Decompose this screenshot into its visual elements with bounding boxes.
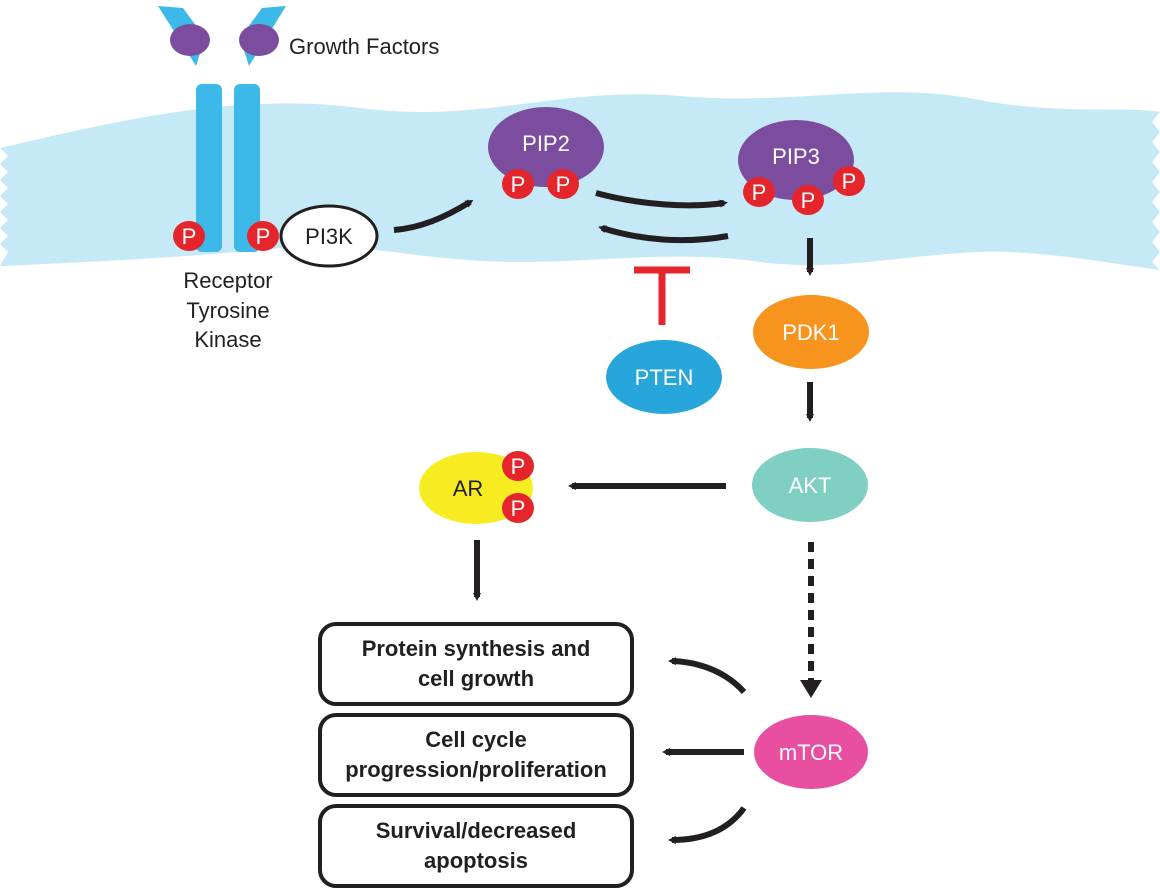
arrow-mtor-to-protein-synthesis [668, 657, 747, 695]
svg-text:PDK1: PDK1 [782, 320, 839, 345]
svg-text:P: P [511, 496, 526, 521]
pi3k-node: PI3K [279, 204, 379, 268]
receptor-phospho-right: P [247, 221, 279, 251]
mtor-node: mTOR [754, 715, 868, 789]
svg-text:AKT: AKT [789, 473, 832, 498]
receptor-label-line2: Tyrosine [186, 298, 269, 323]
pip3-phospho-3: P [833, 166, 865, 196]
svg-text:P: P [801, 188, 816, 213]
arrow-mtor-to-survival [668, 806, 747, 844]
svg-text:apoptosis: apoptosis [424, 848, 528, 873]
growth-factors-label: Growth Factors [289, 34, 439, 59]
growth-factor-left [170, 24, 210, 56]
svg-text:PTEN: PTEN [635, 365, 694, 390]
receptor-label-line1: Receptor [183, 268, 272, 293]
receptor-label-line3: Kinase [194, 327, 261, 352]
outcome-protein-synthesis: Protein synthesis and cell growth [318, 622, 634, 706]
arrow-pi3k-to-pip2 [393, 199, 474, 233]
ar-phospho-2: P [502, 493, 534, 523]
receptor-phospho-left: P [173, 221, 205, 251]
svg-text:P: P [752, 180, 767, 205]
arrow-pip2-to-pip3 [595, 190, 728, 209]
ar-phospho-1: P [502, 451, 534, 481]
svg-text:PIP2: PIP2 [522, 131, 570, 156]
pip2-phospho-1: P [502, 169, 534, 199]
pip3-phospho-1: P [743, 177, 775, 207]
outcome-survival: Survival/decreased apoptosis [318, 804, 634, 888]
pten-node: PTEN [606, 340, 722, 414]
svg-text:P: P [511, 172, 526, 197]
arrow-pip3-to-pip2 [598, 225, 729, 244]
svg-text:cell growth: cell growth [418, 666, 534, 691]
svg-text:P: P [556, 172, 571, 197]
svg-text:progression/proliferation: progression/proliferation [345, 757, 607, 782]
pdk1-node: PDK1 [753, 295, 869, 369]
svg-text:mTOR: mTOR [779, 740, 843, 765]
svg-text:Survival/decreased: Survival/decreased [376, 818, 577, 843]
akt-node: AKT [752, 448, 868, 522]
arrowhead-akt-to-mtor [800, 680, 822, 698]
svg-text:P: P [182, 224, 197, 249]
svg-text:P: P [511, 454, 526, 479]
svg-text:P: P [256, 224, 271, 249]
growth-factor-right [239, 24, 279, 56]
pip2-node: PIP2 [488, 107, 604, 187]
pip3-phospho-2: P [792, 185, 824, 215]
pip2-phospho-2: P [547, 169, 579, 199]
membrane-edge-right [1152, 112, 1160, 270]
outcome-cell-cycle: Cell cycle progression/proliferation [318, 713, 634, 797]
svg-text:PI3K: PI3K [305, 224, 353, 249]
svg-text:AR: AR [453, 476, 484, 501]
svg-text:Protein synthesis and: Protein synthesis and [362, 636, 591, 661]
svg-text:PIP3: PIP3 [772, 144, 820, 169]
svg-text:Cell cycle: Cell cycle [425, 727, 527, 752]
membrane-edge-left [0, 148, 8, 266]
svg-text:P: P [842, 169, 857, 194]
